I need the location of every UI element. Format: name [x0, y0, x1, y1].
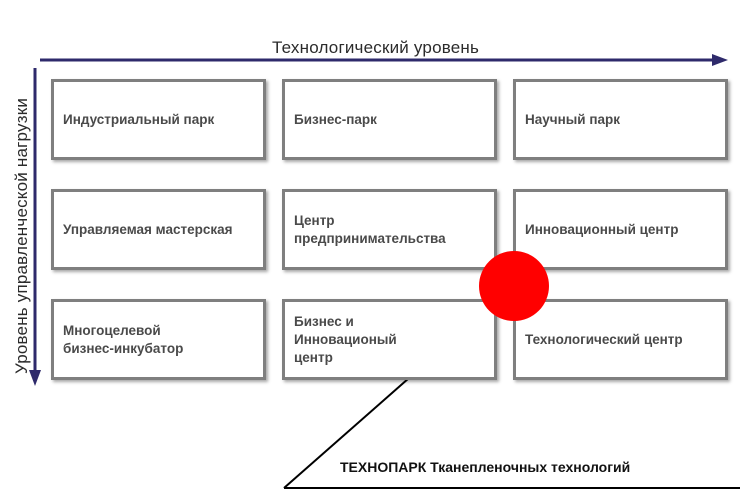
cell-innovation-center: Инновационный центр	[513, 189, 728, 270]
y-axis-arrowhead	[29, 370, 41, 386]
y-axis-label: Уровень управленческой нагрузки	[12, 97, 31, 375]
cell-technology-center: Технологический центр	[513, 299, 728, 380]
cell-managed-workshop: Управляемая мастерская	[51, 189, 266, 270]
callout-text: ТЕХНОПАРК Тканепленочных технологий	[340, 459, 631, 475]
cell-industrial-park: Индустриальный парк	[51, 79, 266, 160]
x-axis-label: Технологический уровень	[272, 38, 480, 57]
cell-multipurpose-incubator: Многоцелевой бизнес-инкубатор	[51, 299, 266, 380]
cell-science-park: Научный парк	[513, 79, 728, 160]
cell-business-park: Бизнес-парк	[282, 79, 497, 160]
x-axis-arrowhead	[712, 54, 728, 66]
cell-business-innovation-center: Бизнес и Инновационый центр	[282, 299, 497, 380]
cell-entrepreneurship-center: Центр предпринимательства	[282, 189, 497, 270]
